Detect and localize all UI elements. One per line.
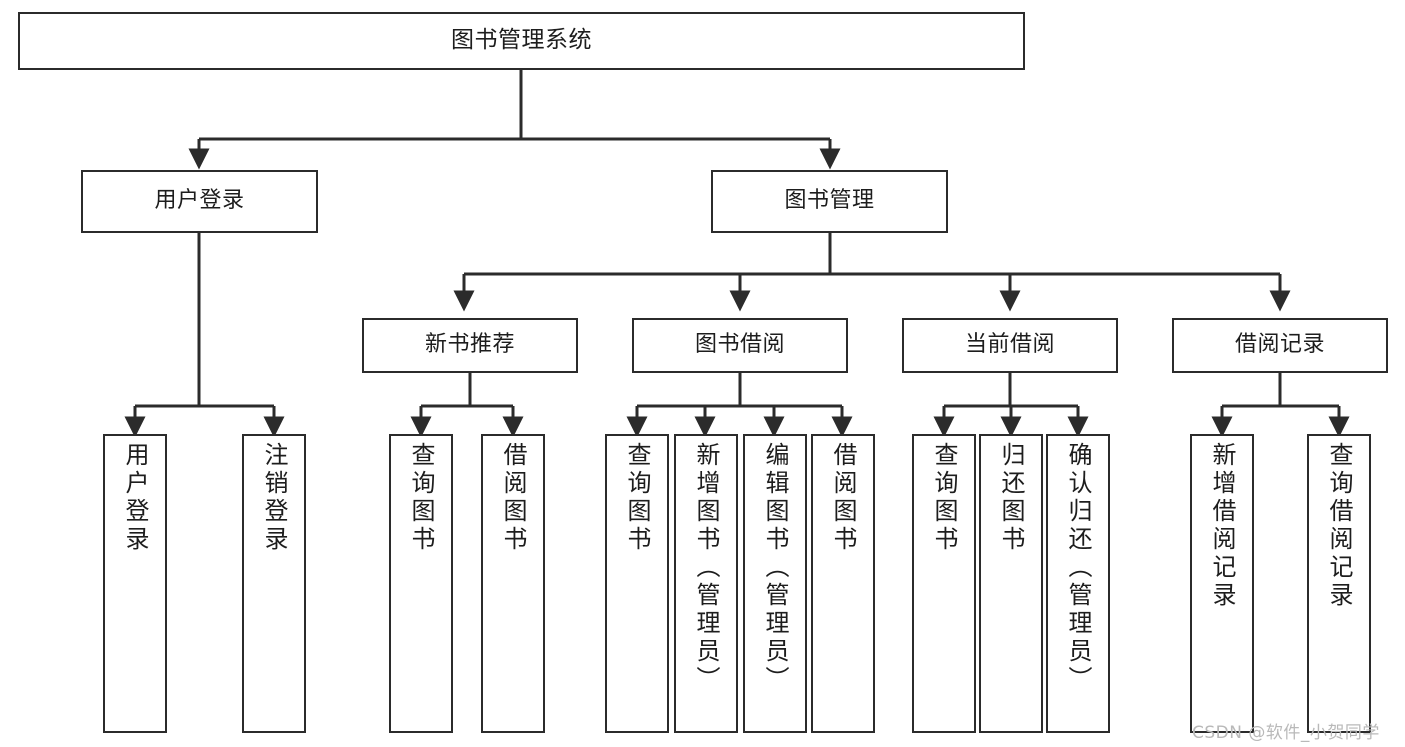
node-label: 借阅图书 <box>829 442 857 554</box>
leaf-current-confirm-return-admin[interactable]: 确认归还（管理员） <box>1046 434 1110 733</box>
leaf-borrow-edit-book-admin[interactable]: 编辑图书（管理员） <box>743 434 807 733</box>
node-label: 查询图书 <box>623 442 651 554</box>
node-label: 新增借阅记录 <box>1208 442 1236 610</box>
node-current-borrow[interactable]: 当前借阅 <box>902 318 1118 373</box>
node-label: 用户登录 <box>121 442 149 554</box>
node-book-borrow[interactable]: 图书借阅 <box>632 318 848 373</box>
node-label: 新书推荐 <box>424 332 515 358</box>
node-label: 查询借阅记录 <box>1325 442 1353 610</box>
leaf-record-add-record[interactable]: 新增借阅记录 <box>1190 434 1254 733</box>
leaf-user-login-login[interactable]: 用户登录 <box>103 434 167 733</box>
node-label: 图书管理 <box>784 188 875 214</box>
node-new-book-recommend[interactable]: 新书推荐 <box>362 318 578 373</box>
leaf-borrow-borrow-book[interactable]: 借阅图书 <box>811 434 875 733</box>
node-label: 查询图书 <box>407 442 435 554</box>
node-label: 注销登录 <box>260 442 288 554</box>
node-root-system[interactable]: 图书管理系统 <box>18 12 1025 70</box>
leaf-new-book-borrow[interactable]: 借阅图书 <box>481 434 545 733</box>
node-label: 用户登录 <box>154 188 245 214</box>
node-label: 图书借阅 <box>694 332 785 358</box>
leaf-current-query-book[interactable]: 查询图书 <box>912 434 976 733</box>
leaf-borrow-add-book-admin[interactable]: 新增图书（管理员） <box>674 434 738 733</box>
node-label: 编辑图书（管理员） <box>761 442 789 694</box>
leaf-user-login-logout[interactable]: 注销登录 <box>242 434 306 733</box>
leaf-record-query-record[interactable]: 查询借阅记录 <box>1307 434 1371 733</box>
node-label: 新增图书（管理员） <box>692 442 720 694</box>
leaf-current-return-book[interactable]: 归还图书 <box>979 434 1043 733</box>
node-label: 图书管理系统 <box>451 27 592 54</box>
leaf-new-book-query[interactable]: 查询图书 <box>389 434 453 733</box>
node-label: 归还图书 <box>997 442 1025 554</box>
watermark-csdn: CSDN @软件_小贺同学 <box>1192 723 1380 743</box>
node-label: 确认归还（管理员） <box>1064 442 1092 694</box>
node-label: 查询图书 <box>930 442 958 554</box>
node-label: 借阅图书 <box>499 442 527 554</box>
leaf-borrow-query-book[interactable]: 查询图书 <box>605 434 669 733</box>
node-book-management[interactable]: 图书管理 <box>711 170 948 233</box>
node-user-login[interactable]: 用户登录 <box>81 170 318 233</box>
node-label: 当前借阅 <box>964 332 1055 358</box>
node-label: 借阅记录 <box>1234 332 1325 358</box>
node-borrow-record[interactable]: 借阅记录 <box>1172 318 1388 373</box>
